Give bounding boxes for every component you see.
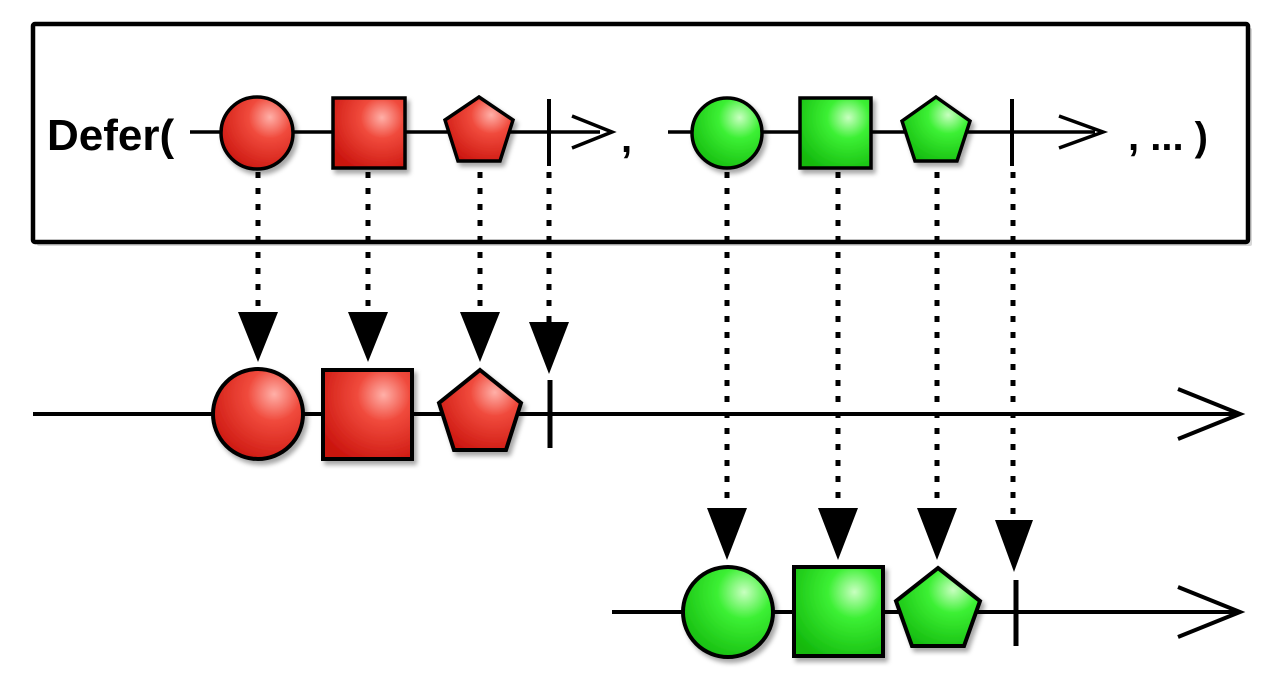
comma-separator: ,: [621, 117, 632, 161]
arrow-down-icon: [707, 508, 747, 560]
arrow-down-icon: [238, 312, 278, 362]
arrow-down-icon: [818, 508, 858, 560]
arrow-down-icon: [348, 312, 388, 362]
arrowhead: [1058, 114, 1109, 150]
red-square-marble: [331, 96, 407, 170]
red-circle-marble: [219, 95, 295, 171]
red-output-stream: [33, 367, 1246, 461]
green-pentagon-marble: [893, 565, 983, 648]
green-projection-arrows: [724, 172, 1016, 520]
green-circle-marble: [690, 96, 764, 170]
red-projection-arrows: [255, 172, 552, 322]
ellipsis-close-label: , ... ): [1128, 115, 1208, 159]
arrowhead: [571, 114, 617, 150]
defer-operator-box: [30, 21, 1252, 246]
red-square-marble: [321, 368, 414, 461]
red-circle-marble: [211, 367, 305, 461]
arrow-down-icon: [460, 312, 500, 362]
green-output-stream: [612, 565, 1246, 659]
arrow-down-icon: [917, 508, 957, 560]
green-pentagon-marble: [899, 94, 973, 163]
red-arrowheads: [238, 312, 569, 374]
red-pentagon-marble: [442, 94, 516, 163]
green-circle-marble: [681, 565, 775, 659]
arrow-down-icon: [995, 520, 1033, 572]
green-arrowheads: [707, 508, 1033, 572]
arrowhead: [1177, 585, 1246, 639]
red-pentagon-marble: [436, 367, 524, 452]
arrow-down-icon: [529, 322, 569, 374]
red-input-stream: [190, 94, 617, 171]
green-square-marble: [792, 565, 885, 658]
green-square-marble: [798, 96, 873, 170]
green-input-stream: [668, 94, 1109, 170]
defer-label: Defer(: [47, 111, 174, 160]
arrowhead: [1177, 387, 1246, 441]
